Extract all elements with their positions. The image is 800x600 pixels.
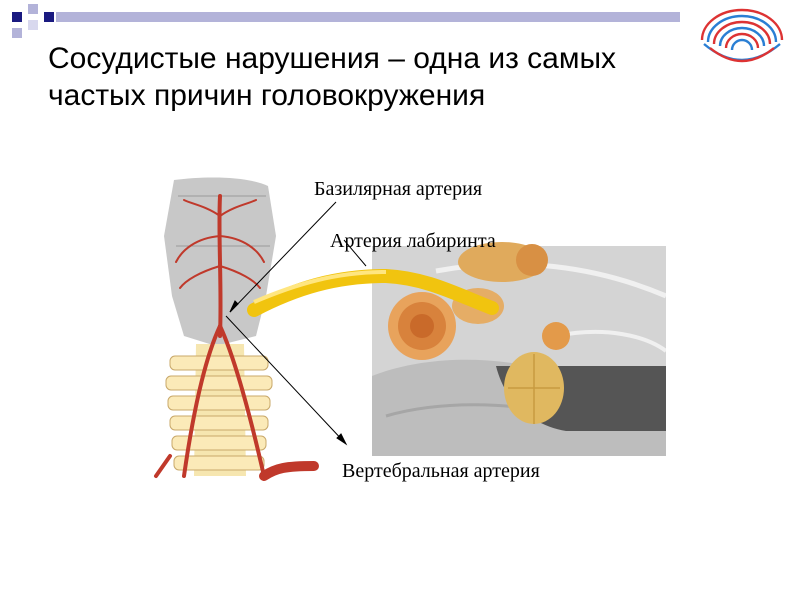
slide-title: Сосудистые нарушения – одна из самых час… [48, 42, 617, 112]
labyrinth-artery-label: Артерия лабиринта [330, 230, 496, 252]
corner-square [12, 28, 22, 38]
corner-square [28, 20, 38, 30]
corner-square [12, 12, 22, 22]
corner-square [28, 4, 38, 14]
brainstem-spine-panel [154, 177, 319, 481]
header-bar [56, 12, 680, 22]
corner-square [44, 12, 54, 22]
anatomy-illustration [154, 177, 666, 481]
vertebral-artery-label: Вертебральная артерия [342, 460, 540, 482]
basilar-artery-label: Базилярная артерия [314, 178, 483, 200]
spiral-logo-icon [700, 8, 784, 63]
